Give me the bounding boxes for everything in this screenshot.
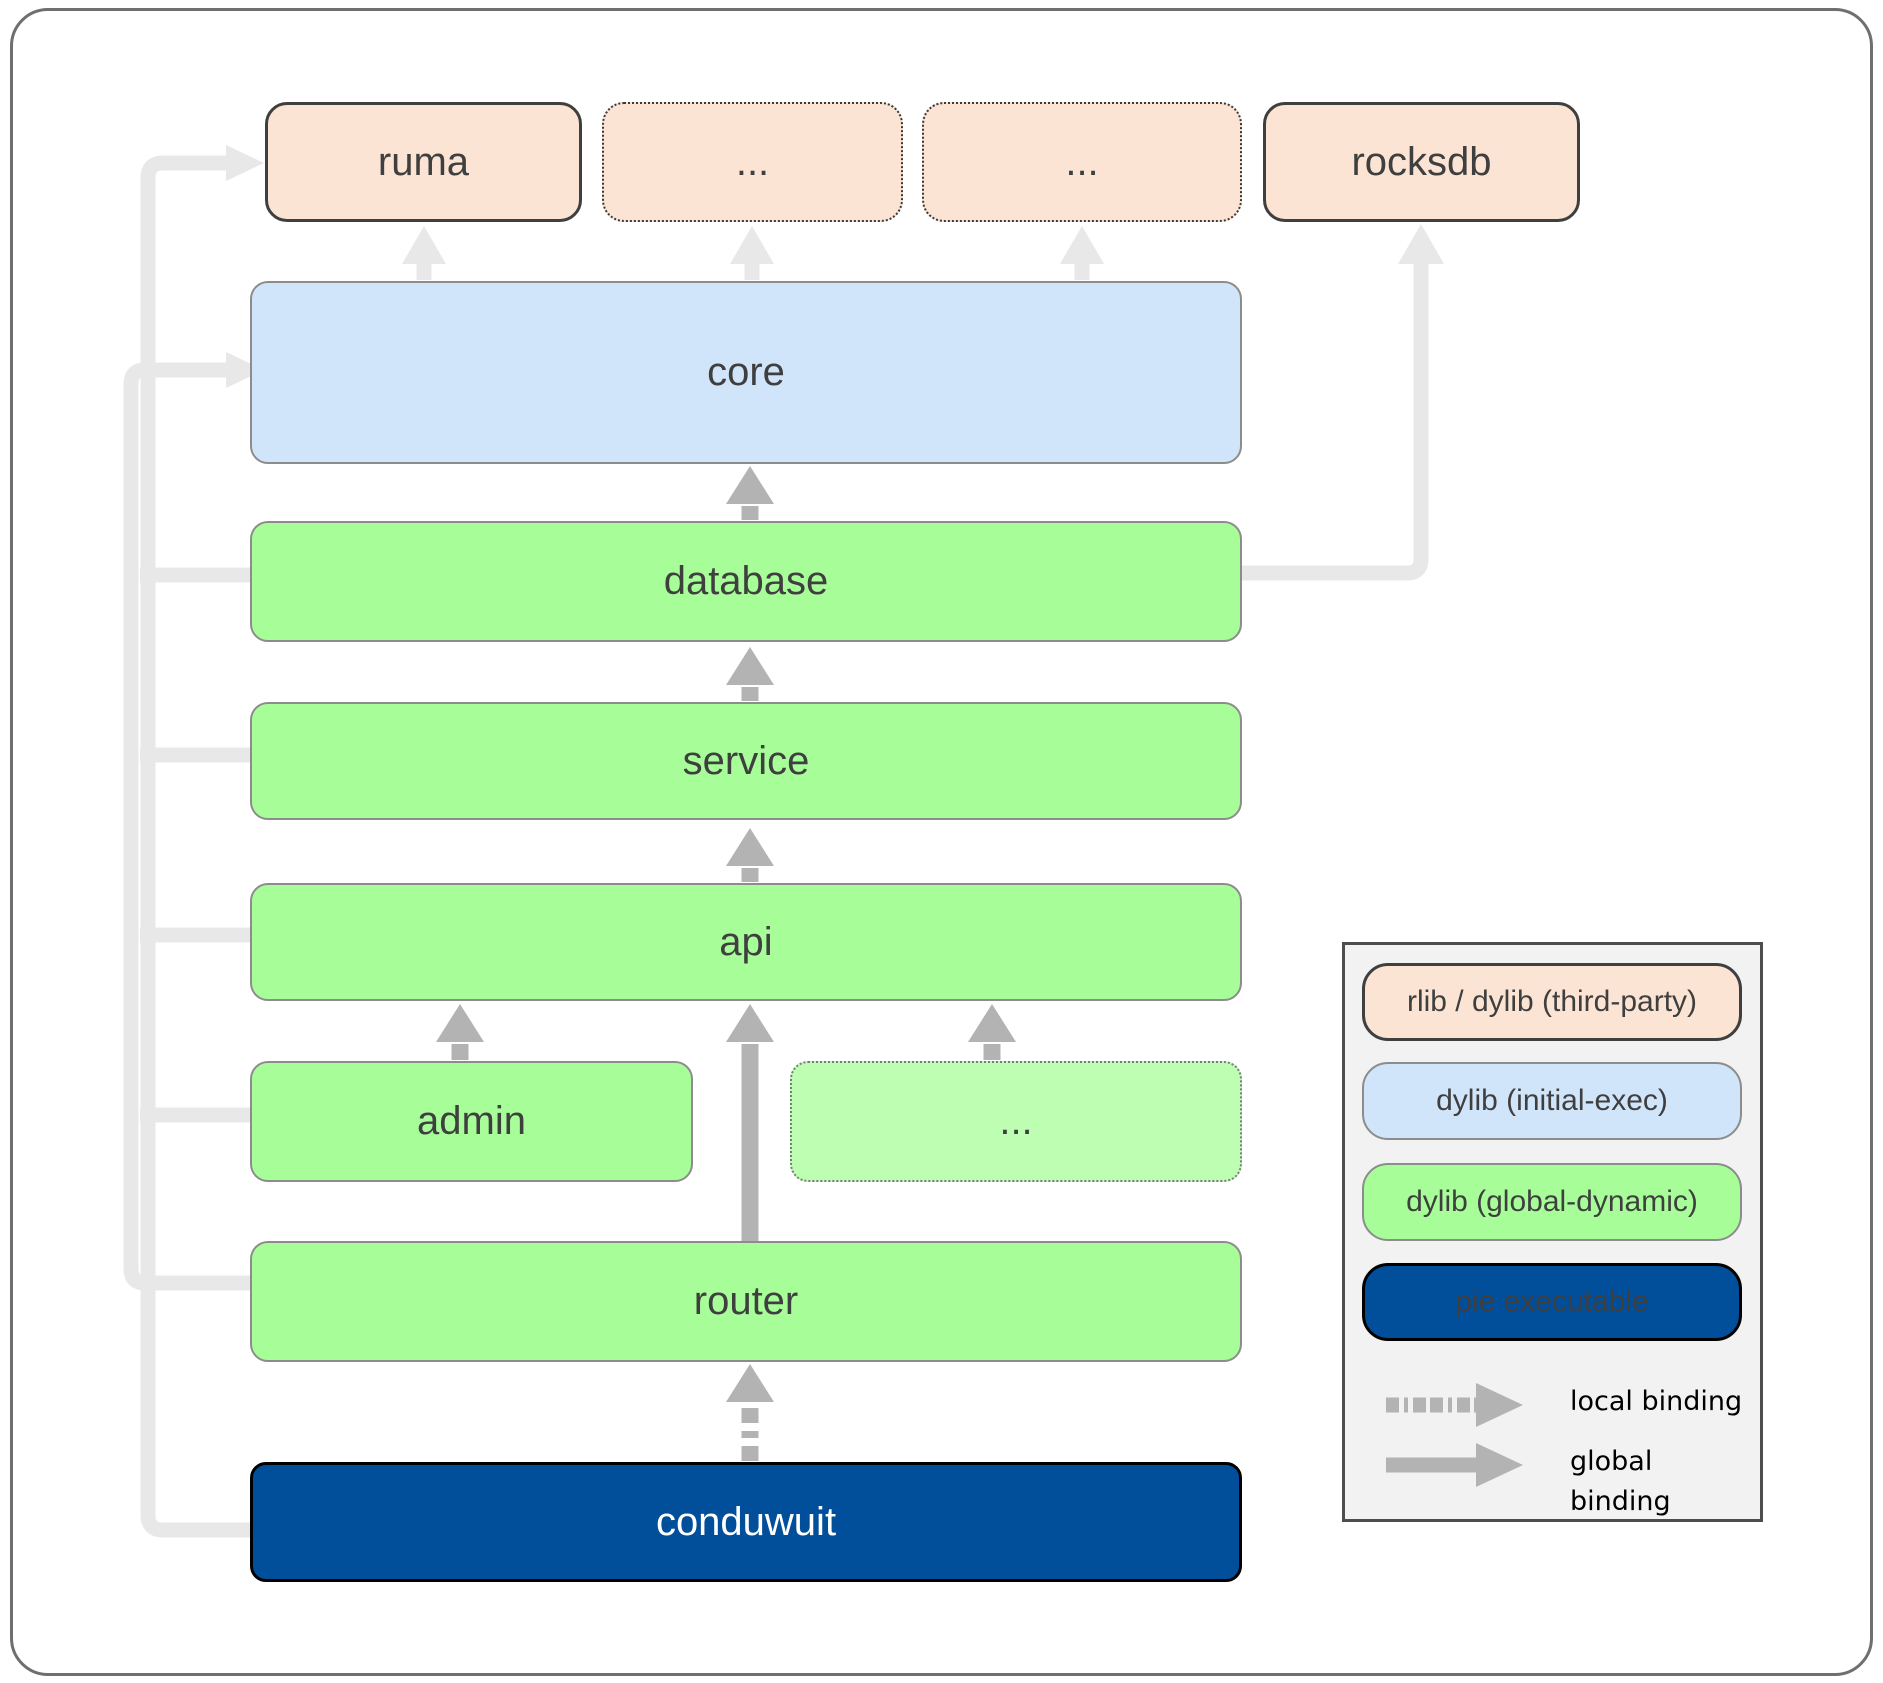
- legend-item-rlib-dylib-thirdparty: rlib / dylib (third-party): [1362, 963, 1742, 1041]
- node-admin-label: admin: [417, 1099, 526, 1143]
- node-thirdparty-ellipsis-a: ...: [602, 102, 903, 222]
- arrowhead-core-thirdparty-b: [1060, 226, 1104, 264]
- legend-item-label: dylib (global-dynamic): [1406, 1185, 1698, 1218]
- arrowhead-conduwuit-router: [726, 1364, 774, 1402]
- legend-item-label: rlib / dylib (third-party): [1406, 985, 1698, 1018]
- node-thirdparty-ellipsis-b: ...: [922, 102, 1242, 222]
- node-crates-ellipsis-label: ...: [999, 1099, 1033, 1143]
- node-thirdparty-a-label: ...: [735, 139, 770, 184]
- arrowhead-crates-more-api: [968, 1004, 1016, 1042]
- arrowhead-trunk-core: [226, 352, 264, 388]
- arrowhead-core-ruma: [402, 226, 446, 264]
- arrowhead-service-database: [726, 647, 774, 685]
- node-core-label: core: [707, 350, 785, 394]
- node-api-label: api: [719, 919, 773, 964]
- node-ruma: ruma: [265, 102, 582, 222]
- arrowhead-trunk-ruma: [226, 145, 264, 181]
- edge-database-to-rocksdb: [1242, 264, 1429, 581]
- legend-arrow-samples: [1386, 1383, 1523, 1487]
- node-ruma-label: ruma: [377, 139, 470, 184]
- node-crates-ellipsis: ...: [790, 1061, 1242, 1182]
- arrowhead-router-api: [726, 1004, 774, 1042]
- node-database-label: database: [663, 559, 829, 603]
- diagram-outer-frame: [10, 8, 1873, 1676]
- legend-local-binding-arrowhead: [1476, 1383, 1523, 1427]
- arrowhead-core-thirdparty-a: [730, 226, 774, 264]
- node-router: router: [250, 1241, 1242, 1362]
- legend-item-label: dylib (initial-exec): [1436, 1084, 1668, 1117]
- edge-trunk-to-core: [123, 362, 250, 1291]
- arrowhead-database-core: [726, 466, 774, 504]
- edge-trunk-to-ruma: [140, 155, 250, 1538]
- legend-global-binding-label: global binding: [1570, 1446, 1671, 1517]
- node-admin: admin: [250, 1061, 693, 1182]
- node-rocksdb-label: rocksdb: [1351, 139, 1492, 184]
- node-rocksdb: rocksdb: [1263, 102, 1580, 222]
- node-service: service: [250, 702, 1242, 820]
- legend-item-label: pie executable: [1455, 1285, 1649, 1318]
- node-service-label: service: [682, 738, 810, 783]
- arrowhead-admin-api: [436, 1004, 484, 1042]
- node-core: core: [250, 281, 1242, 464]
- legend-item-pie-executable: pie executable: [1362, 1263, 1742, 1341]
- legend-panel: rlib / dylib (third-party) dylib (initia…: [1342, 942, 1763, 1522]
- arrowhead-api-service: [726, 828, 774, 866]
- node-conduwuit-label: conduwuit: [655, 1499, 837, 1544]
- node-database: database: [250, 521, 1242, 642]
- legend-global-binding-arrowhead: [1476, 1443, 1523, 1487]
- node-conduwuit: conduwuit: [250, 1462, 1242, 1582]
- legend-local-binding-label: local binding: [1570, 1386, 1743, 1417]
- node-api: api: [250, 883, 1242, 1001]
- legend-item-dylib-initial-exec: dylib (initial-exec): [1362, 1062, 1742, 1140]
- node-router-label: router: [693, 1279, 799, 1323]
- arrowhead-rocksdb: [1398, 224, 1444, 264]
- node-thirdparty-b-label: ...: [1065, 139, 1099, 184]
- legend-item-dylib-global-dynamic: dylib (global-dynamic): [1362, 1163, 1742, 1241]
